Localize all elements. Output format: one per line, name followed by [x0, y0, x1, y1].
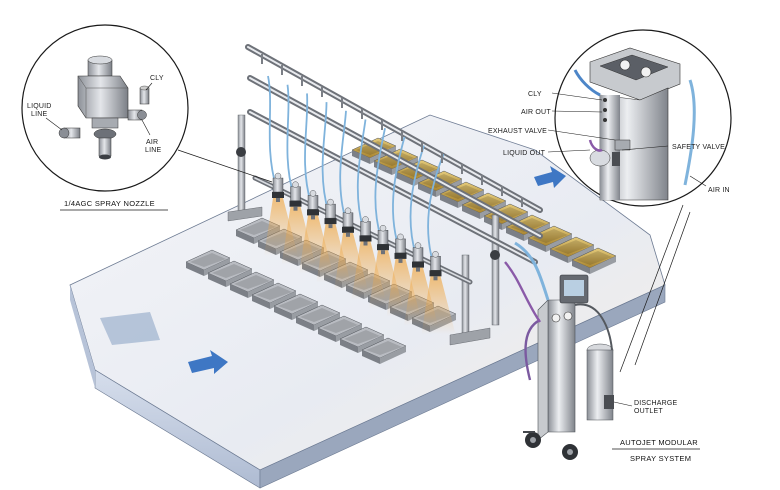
pan-uncoated — [185, 249, 231, 276]
system-label-liquid-out: LIQUID OUT — [503, 150, 546, 157]
coated-pan-row — [351, 137, 617, 274]
spray-nozzle — [377, 224, 389, 255]
spray-nozzle — [272, 172, 284, 202]
nozzle-label-liquid-line-1: LIQUID — [27, 103, 52, 110]
conveyor-flow-arrow-back — [534, 166, 566, 188]
feed-hose — [409, 145, 425, 256]
nozzle-label-cly: CLY — [150, 75, 164, 82]
feed-hose — [374, 128, 386, 239]
liquid-hose-to-cart — [504, 261, 541, 323]
feed-hose — [392, 136, 406, 248]
feed-hose — [304, 93, 312, 204]
spray-fan — [421, 276, 456, 335]
nozzle-label-air-line-1: AIR — [146, 139, 158, 146]
system-label-air-in: AIR IN — [708, 187, 730, 194]
pan-coated — [549, 236, 595, 263]
system-callout: CLY AIR OUT EXHAUST VALVE LIQUID OUT SAF… — [488, 29, 732, 373]
spray-nozzle — [359, 216, 372, 246]
spray-nozzle — [412, 242, 424, 272]
pan-uncoated — [273, 293, 319, 320]
system-label-safety-valve: SAFETY VALVE — [672, 144, 725, 151]
pan-coated — [527, 225, 573, 252]
feed-hose — [267, 75, 277, 187]
tank-detail — [573, 47, 696, 201]
cart-caption-line-2: SPRAY SYSTEM — [630, 454, 691, 463]
nozzle-callout: CLY LIQUID LINE AIR LINE 1/4AGC SPRAY NO… — [21, 24, 273, 211]
pan-uncoated — [339, 326, 385, 353]
pan-uncoated — [229, 271, 275, 298]
spray-nozzle — [429, 251, 442, 281]
feed-hose — [286, 84, 295, 195]
spray-fans — [264, 198, 456, 335]
spray-nozzle — [394, 233, 407, 263]
feed-hose — [339, 110, 347, 222]
cart-label-discharge: DISCHARGE — [634, 400, 678, 407]
nozzle-label-liquid-line-2: LINE — [31, 111, 47, 118]
spray-nozzle — [307, 190, 319, 220]
feed-hose — [356, 119, 367, 230]
spray-nozzle — [324, 198, 337, 229]
pan-coated — [571, 247, 617, 274]
pan-uncoated — [295, 304, 341, 331]
supply-hose-to-cart — [514, 241, 550, 301]
feed-hoses — [261, 54, 523, 265]
spray-nozzle — [342, 207, 354, 237]
system-label-air-out: AIR OUT — [521, 109, 551, 116]
spray-nozzle-detail — [58, 55, 150, 160]
cart-label-outlet: OUTLET — [634, 408, 663, 415]
pan-uncoated — [207, 260, 253, 287]
pan-uncoated — [317, 315, 363, 342]
nozzle-array — [272, 172, 442, 281]
nozzle-callout-caption: 1/4AGC SPRAY NOZZLE — [64, 199, 155, 208]
spray-nozzle — [289, 181, 302, 211]
nozzle-label-air-line-2: LINE — [145, 147, 161, 154]
pan-uncoated — [235, 217, 281, 244]
pan-uncoated — [251, 282, 297, 309]
system-label-cly: CLY — [528, 91, 542, 98]
system-label-exhaust-valve: EXHAUST VALVE — [488, 128, 547, 135]
conveyor-flow-arrow-front — [188, 350, 228, 374]
pan-uncoated — [361, 337, 407, 364]
feed-hose — [321, 102, 330, 213]
spray-system-cart — [523, 274, 614, 460]
cart-caption-line-1: AUTOJET MODULAR — [620, 438, 698, 447]
feed-hose — [427, 153, 445, 265]
